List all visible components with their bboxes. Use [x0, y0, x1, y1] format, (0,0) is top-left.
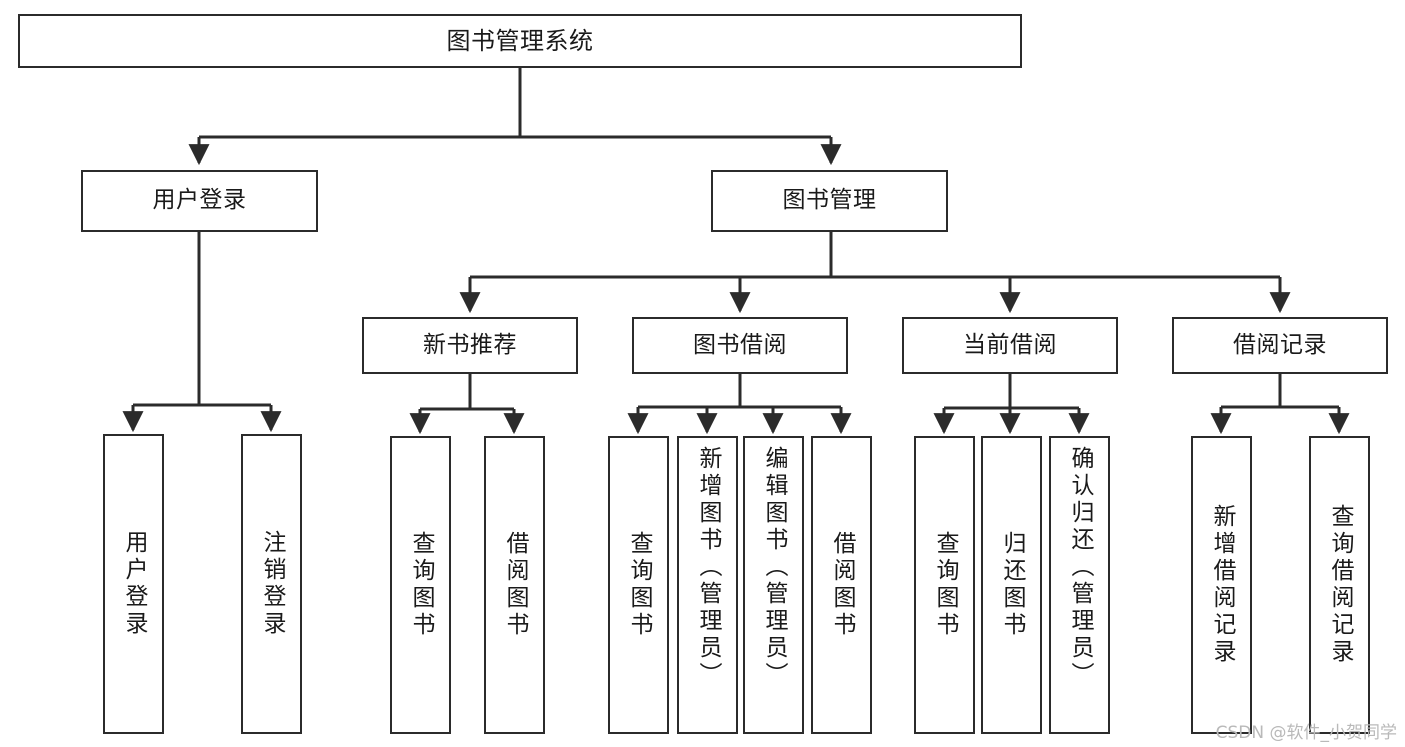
leaf-logout[interactable]: 注销登录: [241, 434, 302, 734]
leaf-query-book-recommend[interactable]: 查询图书: [390, 436, 451, 734]
leaf-confirm-return[interactable]: 确认归还（管理员）: [1049, 436, 1110, 734]
node-label: 查询借阅记录: [1327, 504, 1353, 666]
leaf-edit-book[interactable]: 编辑图书（管理员）: [743, 436, 804, 734]
node-label: 新书推荐: [423, 331, 517, 358]
node-book-borrow[interactable]: 图书借阅: [632, 317, 848, 374]
leaf-user-login[interactable]: 用户登录: [103, 434, 164, 734]
node-current-borrow[interactable]: 当前借阅: [902, 317, 1118, 374]
node-label: 用户登录: [121, 530, 147, 638]
node-label: 当前借阅: [963, 331, 1057, 358]
leaf-borrow-book-recommend[interactable]: 借阅图书: [484, 436, 545, 734]
node-label: 归还图书: [999, 531, 1025, 639]
node-borrow-record[interactable]: 借阅记录: [1172, 317, 1388, 374]
node-new-book-recommend[interactable]: 新书推荐: [362, 317, 578, 374]
node-user-login[interactable]: 用户登录: [81, 170, 318, 232]
leaf-borrow-book-borrow[interactable]: 借阅图书: [811, 436, 872, 734]
node-label: 借阅记录: [1233, 331, 1327, 358]
node-label: 新增借阅记录: [1209, 504, 1235, 666]
node-label: 编辑图书（管理员）: [761, 446, 787, 689]
node-label: 用户登录: [152, 187, 247, 214]
node-label: 新增图书（管理员）: [695, 446, 721, 689]
leaf-return-book[interactable]: 归还图书: [981, 436, 1042, 734]
node-book-manage[interactable]: 图书管理: [711, 170, 948, 232]
node-label: 借阅图书: [502, 531, 528, 639]
node-label: 查询图书: [932, 531, 958, 639]
node-label: 查询图书: [408, 531, 434, 639]
node-label: 确认归还（管理员）: [1067, 446, 1093, 689]
node-label: 注销登录: [259, 530, 285, 638]
leaf-add-borrow-record[interactable]: 新增借阅记录: [1191, 436, 1252, 734]
leaf-query-borrow-record[interactable]: 查询借阅记录: [1309, 436, 1370, 734]
node-label: 图书借阅: [693, 331, 787, 358]
leaf-query-book-current[interactable]: 查询图书: [914, 436, 975, 734]
node-label: 图书管理: [782, 187, 877, 214]
node-label: 图书管理系统: [446, 26, 594, 55]
leaf-add-book[interactable]: 新增图书（管理员）: [677, 436, 738, 734]
leaf-query-book-borrow[interactable]: 查询图书: [608, 436, 669, 734]
node-label: 借阅图书: [829, 531, 855, 639]
node-label: 查询图书: [626, 531, 652, 639]
node-root-system[interactable]: 图书管理系统: [18, 14, 1022, 68]
csdn-watermark: CSDN @软件_小贺同学: [1215, 723, 1397, 743]
